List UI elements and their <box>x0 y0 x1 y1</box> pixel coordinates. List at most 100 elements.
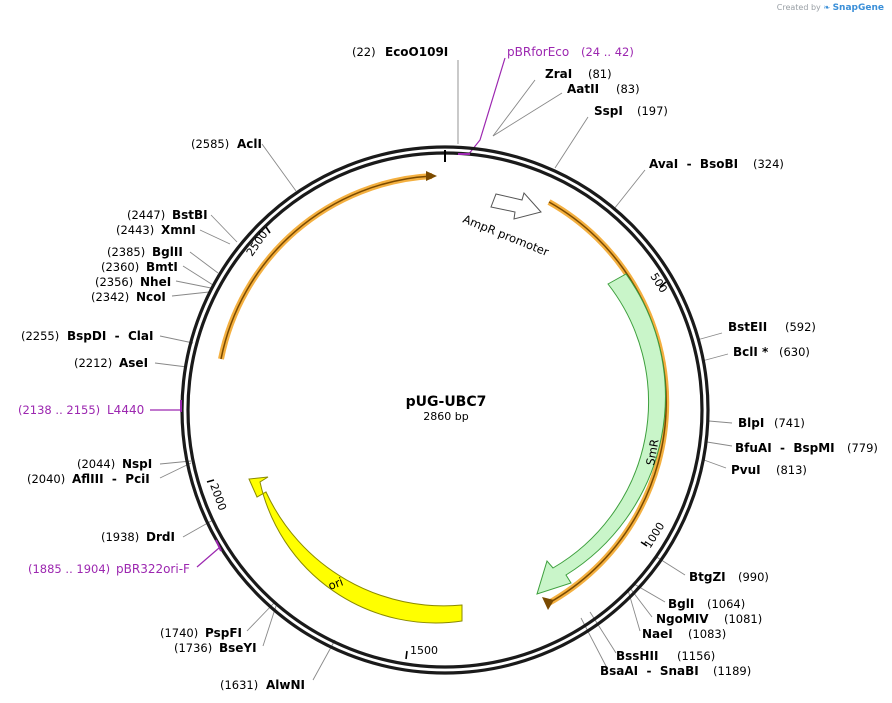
leader-btgzi <box>654 555 686 576</box>
enzyme-pos: (741) <box>774 416 805 430</box>
enzyme-pos: (1064) <box>707 597 745 611</box>
enzyme-pos: (1736) <box>174 641 212 655</box>
feature-ori-arrow <box>248 476 463 624</box>
primer-range: (24 .. 42) <box>581 45 634 59</box>
enzyme-name: AflIII - PciI <box>72 472 150 486</box>
primer-name: L4440 <box>107 403 144 417</box>
enzyme-pos: (990) <box>738 570 769 584</box>
enzyme-name: BglI <box>668 597 694 611</box>
enzyme-name: AvaI - BsoBI <box>649 157 738 171</box>
plasmid-length: 2860 bp <box>423 410 468 423</box>
enzyme-pos: (2342) <box>91 290 129 304</box>
enzyme-name: NheI <box>140 275 171 289</box>
enzyme-name: DrdI <box>146 530 175 544</box>
enzyme-name: PspFI <box>205 626 242 640</box>
leader-bmti <box>182 265 214 286</box>
feature-orange-left-arrowhead <box>426 171 437 181</box>
snapgene-branding: Created by ❧ SnapGene <box>777 3 884 13</box>
enzyme-name: AclI <box>237 137 262 151</box>
enzyme-name: ZraI <box>545 67 572 81</box>
leader-pbrforeco <box>467 57 506 156</box>
tick-1500: 1500 <box>410 644 438 657</box>
primer-pbr322ori-mark <box>215 539 222 552</box>
enzyme-pos: (1189) <box>713 664 751 678</box>
leader-bseyi <box>262 605 277 647</box>
enzyme-pos: (324) <box>753 157 784 171</box>
enzyme-name: BstEII <box>728 320 767 334</box>
enzyme-pos: (779) <box>847 441 878 455</box>
enzyme-pos: (592) <box>785 320 816 334</box>
enzyme-pos: (1156) <box>677 649 715 663</box>
enzyme-pos: (1083) <box>688 627 726 641</box>
leader-xmni <box>199 229 231 245</box>
enzyme-pos: (2385) <box>107 245 145 259</box>
enzyme-pos: (2447) <box>127 208 165 222</box>
leader-aatii <box>492 92 563 137</box>
enzyme-name: BfuAI - BspMI <box>735 441 835 455</box>
enzyme-name: BglII <box>152 245 183 259</box>
enzyme-pos: (2585) <box>191 137 229 151</box>
leader-asei <box>154 362 188 368</box>
enzyme-name: NcoI <box>136 290 166 304</box>
enzyme-name: NgoMIV <box>656 612 709 626</box>
leader-avai <box>613 169 646 210</box>
enzyme-name: SspI <box>594 104 623 118</box>
feature-orange-left-arc <box>218 173 433 360</box>
enzyme-name: AseI <box>119 356 148 370</box>
leader-ncoi <box>171 291 210 297</box>
tick-500: 500 <box>647 271 669 296</box>
tick-2000: 2000 <box>207 482 229 513</box>
enzyme-name: BclI * <box>733 345 769 359</box>
enzyme-pos: (2044) <box>77 457 115 471</box>
enzyme-pos: (1740) <box>160 626 198 640</box>
enzyme-pos: (2360) <box>101 260 139 274</box>
enzyme-name: EcoO109I <box>385 45 448 59</box>
enzyme-pos: (1631) <box>220 678 258 692</box>
enzyme-name: BspDI - ClaI <box>67 329 153 343</box>
enzyme-name: BmtI <box>146 260 178 274</box>
primer-leaders <box>150 57 506 568</box>
enzyme-name: NspI <box>122 457 152 471</box>
enzyme-name: BlpI <box>738 416 764 430</box>
enzyme-pos: (22) <box>352 45 376 59</box>
leader-pcii <box>159 462 192 479</box>
enzyme-name: AlwNI <box>266 678 305 692</box>
scale-ticks <box>206 226 667 660</box>
feature-smr-arrow <box>536 273 666 595</box>
leader-sspi <box>554 116 589 169</box>
enzyme-pos: (2040) <box>27 472 65 486</box>
enzyme-name: PvuI <box>731 463 761 477</box>
leader-bfuai <box>706 441 733 447</box>
leader-blpi <box>708 420 733 424</box>
leader-nhei <box>175 280 212 289</box>
enzyme-pos: (2356) <box>95 275 133 289</box>
primer-name: pBRforEco <box>507 45 569 59</box>
enzyme-name: XmnI <box>161 223 196 237</box>
feature-ampr-promoter-arrow <box>490 191 542 220</box>
primer-range: (1885 .. 1904) <box>28 562 110 576</box>
enzyme-pos: (813) <box>776 463 807 477</box>
primer-name: pBR322ori-F <box>116 562 190 576</box>
enzyme-pos: (81) <box>588 67 612 81</box>
branding-prefix: Created by <box>776 3 821 12</box>
plasmid-name: pUG-UBC7 <box>406 394 487 410</box>
enzyme-name: BsaAI - SnaBI <box>600 664 699 678</box>
enzyme-pos: (2212) <box>74 356 112 370</box>
enzyme-name: BseYI <box>219 641 257 655</box>
leader-clai <box>159 335 194 344</box>
leader-bglii <box>189 251 219 274</box>
leader-pvui <box>703 459 727 469</box>
enzyme-pos: (197) <box>637 104 668 118</box>
label-smr: SmR <box>643 438 661 467</box>
enzyme-name: AatII <box>567 82 599 96</box>
enzyme-name: NaeI <box>642 627 673 641</box>
enzyme-pos: (2443) <box>116 223 154 237</box>
enzyme-name: BssHII <box>616 649 658 663</box>
leader-bsteii <box>696 332 723 341</box>
leader-zrai <box>492 79 536 137</box>
enzyme-name: BtgZI <box>689 570 726 584</box>
label-ori: ori <box>326 575 345 593</box>
enzyme-pos: (1081) <box>724 612 762 626</box>
leader-bcli <box>701 353 729 362</box>
